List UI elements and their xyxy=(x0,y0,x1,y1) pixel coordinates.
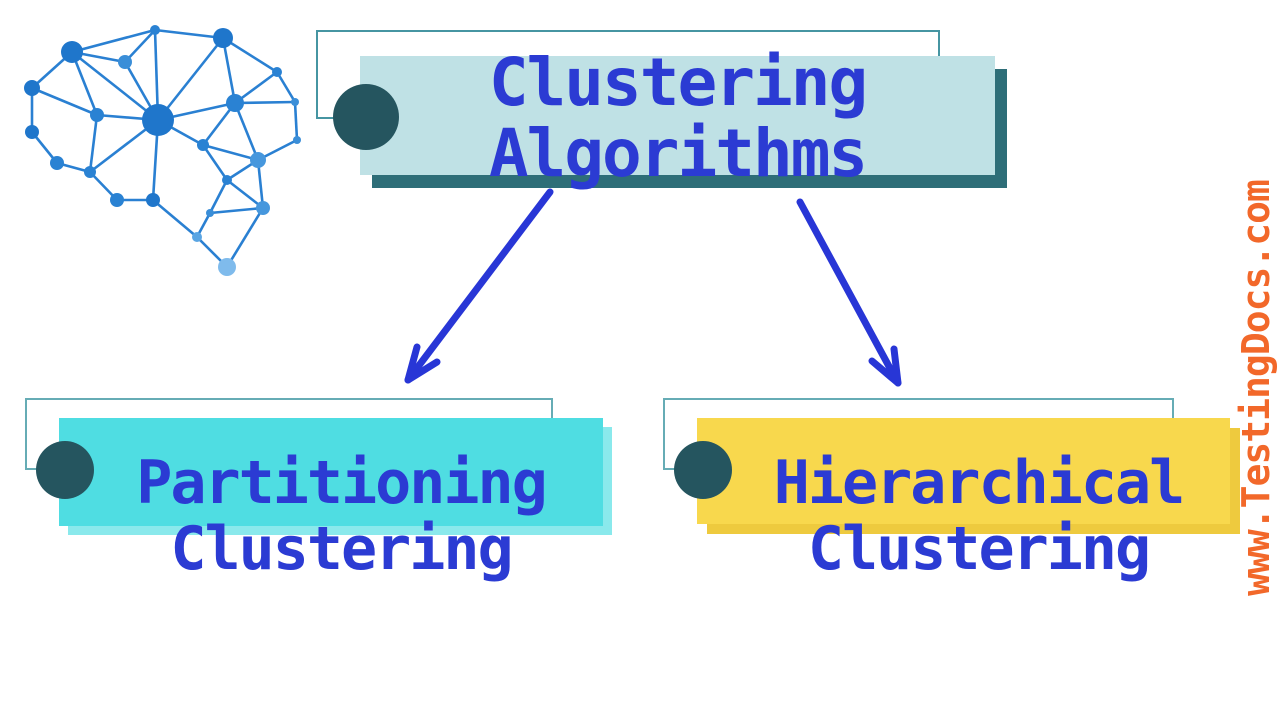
brain-network-icon xyxy=(24,25,301,276)
root-box xyxy=(360,56,995,175)
watermark-text: www.TestingDocs.com xyxy=(1234,180,1278,596)
node-bullet-dot xyxy=(333,84,399,150)
brain-network-nodes xyxy=(24,25,301,276)
node-bullet-dot xyxy=(674,441,732,499)
hierarchical-label-line2: Clustering xyxy=(807,514,1151,584)
root-node-label: Clustering Algorithms xyxy=(360,47,995,189)
arrow-to-partitioning xyxy=(404,188,554,384)
root-label-line1: Clustering xyxy=(488,44,868,121)
connector-arrows xyxy=(404,188,902,387)
node-bullet-dot xyxy=(36,441,94,499)
partitioning-node-label: Partitioning Clustering xyxy=(69,450,613,582)
partitioning-label-line2: Clustering xyxy=(170,514,513,584)
arrow-to-hierarchical xyxy=(796,198,902,387)
partitioning-box xyxy=(59,418,603,526)
hierarchical-box xyxy=(697,418,1230,524)
hierarchical-node-label: Hierarchical Clustering xyxy=(712,450,1245,582)
hierarchical-label-line1: Hierarchical xyxy=(773,448,1185,518)
partitioning-label-line1: Partitioning xyxy=(136,448,547,518)
root-label-line2: Algorithms xyxy=(488,115,868,192)
brain-network-edges xyxy=(30,28,299,268)
